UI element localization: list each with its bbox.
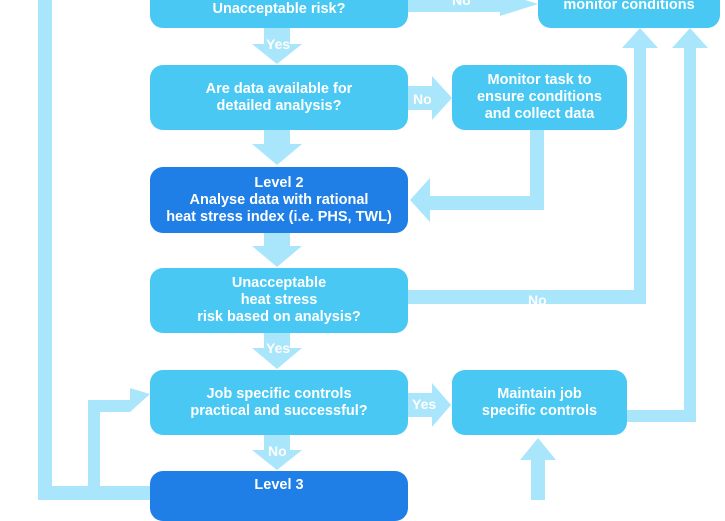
no-label-data: No [413, 91, 432, 107]
yes-controls-arrow [408, 383, 451, 427]
flow-connectors [38, 0, 708, 500]
yes-arrow-1 [252, 28, 302, 64]
monitor-conditions-box: monitor conditions [538, 0, 720, 28]
analysis-line2: heat stress [240, 292, 318, 308]
no-top-arrow [408, 0, 538, 16]
no-controls-arrow [252, 435, 302, 470]
data-available-line1: Are data available for [205, 80, 353, 97]
data-available-box: Are data available for detailed analysis… [150, 65, 408, 130]
level3-box: Level 3 [150, 471, 408, 521]
monitor-task-line2: ensure conditions [477, 89, 602, 105]
level2-line3: heat stress index (i.e. PHS, TWL) [166, 208, 392, 225]
job-controls-box: Job specific controls practical and succ… [150, 370, 408, 435]
arrow-maintain-to-monitor [627, 28, 708, 422]
unacceptable-analysis-box: Unacceptable heat stress risk based on a… [150, 268, 408, 333]
maintain-controls-box: Maintain job specific controls [452, 370, 627, 435]
level2-line2: Analyse data with rational [189, 191, 369, 208]
job-controls-line1: Job specific controls [206, 385, 352, 402]
no-label-analysis: No [528, 292, 547, 308]
maintain-line2: specific controls [481, 402, 598, 419]
arrow-data-to-level2 [252, 130, 302, 165]
level3-title: Level 3 [254, 477, 304, 493]
unacceptable-risk-text: Unacceptable risk? [212, 1, 346, 17]
yes-label-2: Yes [266, 340, 291, 356]
monitor-task-box: Monitor task to ensure conditions and co… [452, 65, 627, 130]
data-available-line2: detailed analysis? [216, 97, 342, 114]
yes-arrow-2 [252, 333, 302, 369]
no-data-arrow [408, 76, 452, 120]
no-label-controls: No [268, 443, 287, 459]
no-label-top: No [452, 0, 471, 8]
yes-label-controls: Yes [412, 396, 437, 412]
unacceptable-risk-box: Unacceptable risk? [150, 0, 408, 28]
arrow-level2-to-analysis [252, 233, 302, 267]
inner-loop-arrow [88, 388, 150, 490]
left-loop-arrow [38, 0, 150, 500]
analysis-line1: Unacceptable [231, 275, 327, 291]
maintain-line1: Maintain job [497, 385, 582, 402]
level2-title: Level 2 [254, 174, 304, 191]
arrow-monitor-to-level2 [410, 130, 544, 222]
monitor-task-line3: and collect data [484, 106, 595, 122]
yes-label-1: Yes [266, 36, 291, 52]
job-controls-line2: practical and successful? [190, 402, 368, 419]
monitor-task-line1: Monitor task to [487, 72, 592, 88]
level2-box: Level 2 Analyse data with rational heat … [150, 167, 408, 233]
monitor-conditions-text: monitor conditions [563, 0, 695, 13]
arrow-up-to-maintain [520, 438, 556, 500]
analysis-line3: risk based on analysis? [197, 309, 361, 325]
